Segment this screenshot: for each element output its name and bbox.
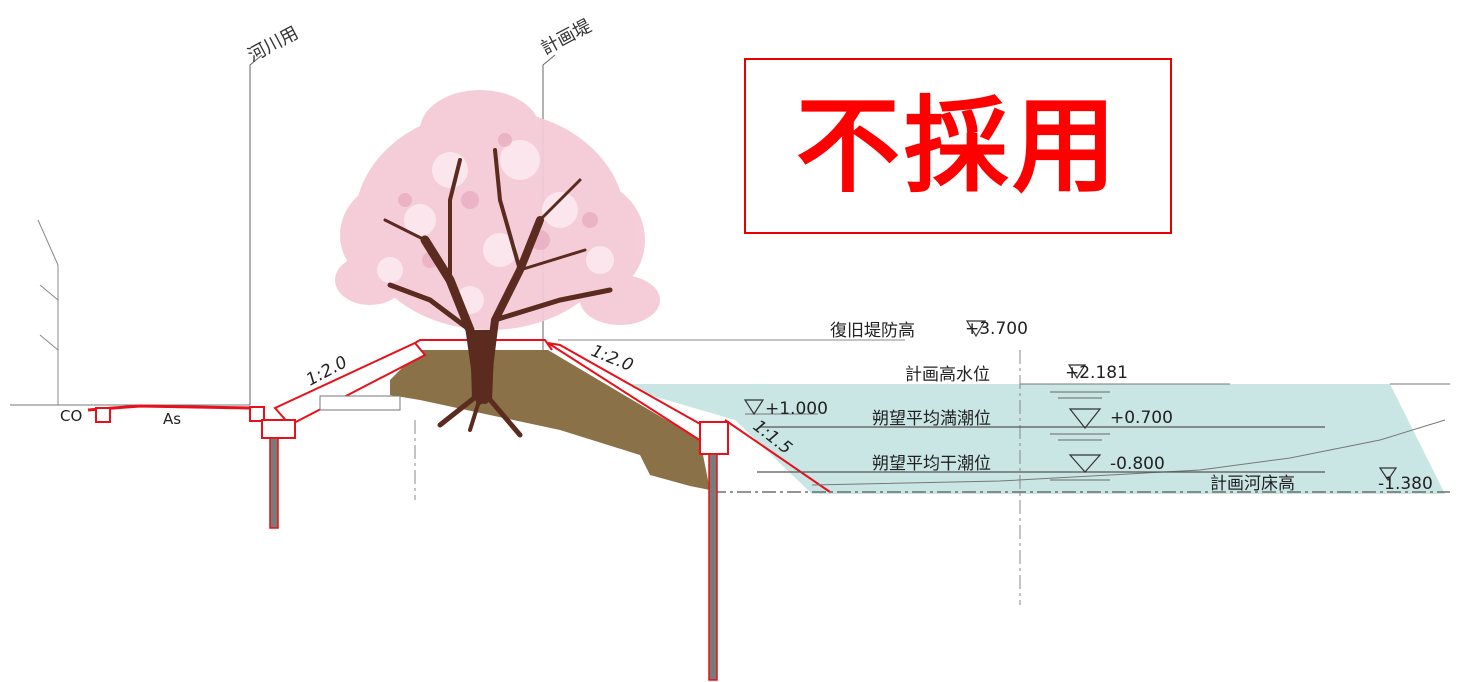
sheet-pile-right (708, 453, 718, 681)
water-ripples (1050, 391, 1110, 481)
triangle-down-icon (1068, 408, 1102, 429)
river-area-label: 河川用 (244, 23, 302, 67)
curb-right (249, 406, 265, 422)
mean-high-tide-label: 朔望平均満潮位 (872, 409, 991, 429)
river-area-leader (249, 54, 263, 405)
restored-levee-height-label: 復旧堤防高 (830, 321, 915, 341)
curb-left (95, 407, 111, 423)
parapet-footing-right (699, 421, 729, 455)
river-water (612, 384, 1445, 494)
berm-block (319, 395, 401, 411)
planned-riverbed-label: 計画河床高 (1210, 474, 1295, 494)
toe-slope (724, 419, 831, 493)
triangle-down-icon (743, 399, 765, 416)
triangle-down-icon (1068, 454, 1102, 473)
levee-earth (390, 350, 710, 490)
planned-riverbed-value: -1.380 (1378, 474, 1433, 494)
as-label: As (163, 410, 181, 428)
riverbed-profile (811, 419, 1446, 486)
rejected-stamp: 不採用 (744, 58, 1172, 234)
svg-text:計画堤: 計画堤 (537, 16, 595, 60)
boundary-hatch (39, 334, 59, 351)
mean-low-tide-label: 朔望平均干潮位 (872, 454, 991, 474)
co-label: CO (60, 407, 82, 425)
boundary-hatch (37, 219, 59, 405)
planned-high-water-value: +2.181 (1065, 363, 1128, 383)
planned-levee-label: 計画堤 (537, 16, 595, 60)
mean-high-tide-value: +0.700 (1110, 408, 1173, 428)
restored-levee-height-value: +3.700 (965, 319, 1028, 339)
svg-text:河川用: 河川用 (244, 23, 302, 67)
mean-low-tide-value: -0.800 (1110, 454, 1165, 474)
planned-high-water-label: 計画高水位 (905, 365, 990, 385)
sheet-pile-left (269, 437, 279, 529)
triangle-down-icon (1067, 364, 1087, 380)
rejected-stamp-text: 不採用 (795, 85, 1120, 207)
boundary-hatch (39, 284, 59, 301)
triangle-down-icon (1378, 467, 1398, 482)
triangle-down-icon (965, 320, 987, 338)
side-level-value: +1.000 (765, 399, 828, 419)
cherry-blossom-tree-icon (335, 90, 660, 438)
parapet-footing-left (261, 419, 296, 439)
